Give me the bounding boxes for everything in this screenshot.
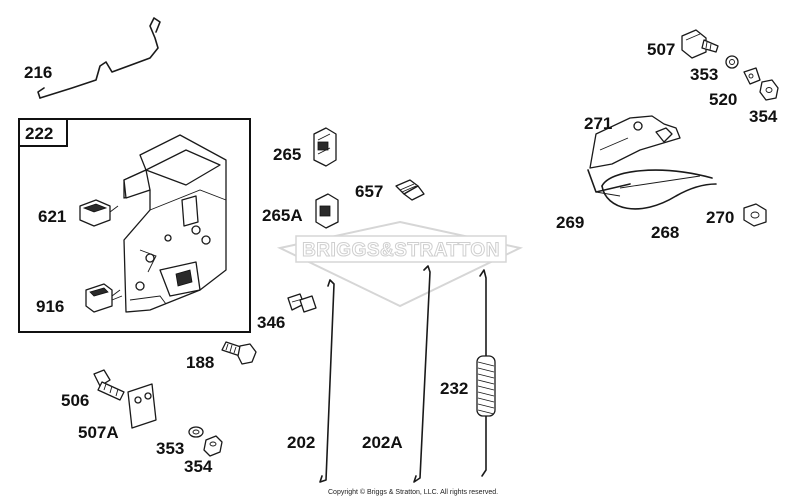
part-507-screw — [681, 29, 719, 59]
part-621-clip — [79, 199, 119, 227]
part-506-screw — [93, 369, 125, 401]
callout-269: 269 — [556, 213, 585, 232]
callout-353-upper: 353 — [690, 65, 719, 84]
part-202-rod — [319, 279, 335, 483]
part-271-bracket — [589, 115, 681, 169]
callout-916: 916 — [36, 297, 65, 316]
copyright-notice: Copyright © Briggs & Stratton, LLC. All … — [328, 489, 499, 496]
part-354-nut-upper — [759, 79, 779, 101]
callout-232: 232 — [440, 379, 469, 398]
callout-353-lower: 353 — [156, 439, 185, 458]
callout-202A: 202A — [362, 433, 403, 452]
part-202A-rod — [413, 265, 431, 483]
callout-354-lower: 354 — [184, 457, 213, 476]
part-270-nut — [743, 203, 767, 227]
callout-268: 268 — [651, 223, 680, 242]
callout-520: 520 — [709, 90, 738, 109]
callout-507A: 507A — [78, 423, 119, 442]
part-354-nut-lower — [203, 435, 223, 457]
callout-222-box — [18, 118, 68, 147]
callout-506: 506 — [61, 391, 90, 410]
part-916-switch — [85, 283, 123, 313]
part-657-screw — [395, 179, 425, 201]
callout-354-upper: 354 — [749, 107, 778, 126]
part-507A-plate — [127, 383, 157, 429]
briggs-stratton-watermark: BRIGGS&STRATTON — [276, 220, 524, 308]
watermark-text: BRIGGS&STRATTON — [302, 240, 500, 261]
part-353-washer-lower — [188, 426, 204, 438]
part-222-control-bracket — [123, 134, 227, 313]
part-265A-clip — [315, 193, 339, 229]
callout-271: 271 — [584, 114, 613, 133]
callout-621: 621 — [38, 207, 67, 226]
callout-188: 188 — [186, 353, 215, 372]
part-269-cable — [587, 169, 631, 197]
callout-222: 222 — [25, 124, 54, 143]
part-268-cable — [601, 169, 717, 210]
part-520-clip — [743, 67, 761, 85]
callout-265A: 265A — [262, 206, 303, 225]
callout-507: 507 — [647, 40, 676, 59]
callout-657: 657 — [355, 182, 384, 201]
part-346-screw — [287, 293, 317, 313]
callout-346: 346 — [257, 313, 286, 332]
callout-265: 265 — [273, 145, 302, 164]
callout-202: 202 — [287, 433, 316, 452]
part-188-bolt — [221, 341, 257, 365]
callout-270: 270 — [706, 208, 735, 227]
part-232-spring — [476, 269, 496, 477]
callout-216: 216 — [24, 63, 53, 82]
part-353-washer-upper — [725, 55, 739, 69]
part-265-clip — [313, 127, 337, 167]
assembly-222-frame — [18, 118, 251, 333]
part-216-link — [37, 17, 161, 99]
